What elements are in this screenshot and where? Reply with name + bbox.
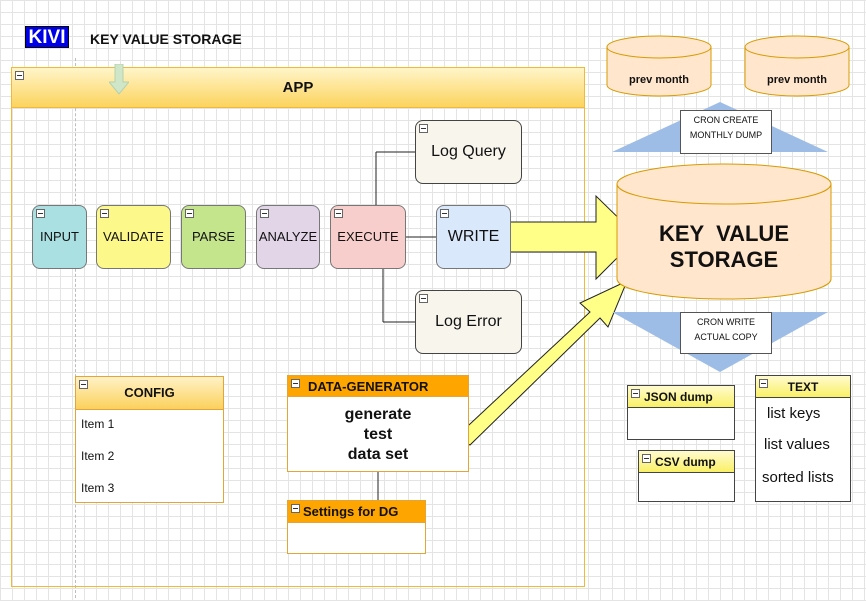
collapse-icon[interactable]	[185, 209, 194, 218]
data-generator-box[interactable]: DATA-GENERATOR generate test data set	[287, 375, 469, 472]
parse-step[interactable]: PARSE	[181, 205, 246, 269]
guide-line	[75, 58, 76, 598]
analyze-label: ANALYZE	[258, 229, 318, 244]
list-item: Item 2	[81, 449, 115, 463]
cron-create-line: CRON CREATE	[693, 115, 759, 125]
execute-step[interactable]: EXECUTE	[330, 205, 406, 269]
collapse-icon[interactable]	[642, 454, 651, 463]
validate-step[interactable]: VALIDATE	[96, 205, 171, 269]
collapse-icon[interactable]	[260, 209, 269, 218]
execute-label: EXECUTE	[337, 229, 399, 244]
data-generator-line: test	[363, 426, 393, 443]
csv-dump-title: CSV dump	[655, 455, 716, 469]
text-header: TEXT	[756, 376, 850, 398]
page-title: KEY VALUE STORAGE	[90, 31, 242, 47]
storage-label: KEY VALUE STORAGE	[616, 221, 832, 273]
app-container: APP	[11, 67, 585, 587]
list-item: Item 3	[81, 481, 115, 495]
list-item: sorted lists	[762, 469, 834, 486]
database-icon	[616, 163, 832, 300]
collapse-icon[interactable]	[759, 379, 768, 388]
data-generator-line: data set	[347, 446, 409, 463]
prev-month-label: prev month	[629, 74, 689, 86]
collapse-icon[interactable]	[15, 71, 24, 80]
prev-month-cylinder[interactable]: prev month	[744, 35, 850, 97]
log-query-box[interactable]: Log Query	[415, 120, 522, 184]
settings-title: Settings for DG	[303, 504, 399, 519]
collapse-icon[interactable]	[291, 379, 300, 388]
write-label: WRITE	[447, 228, 500, 245]
collapse-icon[interactable]	[100, 209, 109, 218]
down-arrow-icon	[107, 63, 131, 96]
collapse-icon[interactable]	[291, 504, 300, 513]
cron-write-line: ACTUAL COPY	[694, 332, 758, 342]
config-box[interactable]: CONFIG Item 1 Item 2 Item 3	[75, 376, 224, 503]
write-step[interactable]: WRITE	[436, 205, 511, 269]
collapse-icon[interactable]	[419, 294, 428, 303]
storage-line: KEY VALUE	[659, 221, 789, 246]
collapse-icon[interactable]	[440, 209, 449, 218]
collapse-icon[interactable]	[79, 380, 88, 389]
parse-label: PARSE	[191, 229, 236, 244]
config-header: CONFIG	[76, 377, 223, 410]
log-query-label: Log Query	[431, 143, 506, 160]
data-generator-header: DATA-GENERATOR	[288, 376, 468, 397]
database-icon	[606, 35, 712, 97]
logo: KIVI	[25, 26, 69, 48]
data-generator-text: generate test data set	[288, 405, 468, 465]
cron-write-line: CRON WRITE	[697, 317, 755, 327]
prev-month-label: prev month	[767, 74, 827, 86]
json-dump-header: JSON dump	[628, 386, 734, 408]
text-box[interactable]: TEXT list keys list values sorted lists	[755, 375, 851, 502]
app-title: APP	[282, 79, 314, 96]
cron-create-label: CRON CREATE MONTHLY DUMP	[680, 110, 772, 154]
collapse-icon[interactable]	[36, 209, 45, 218]
settings-header: Settings for DG	[288, 501, 425, 523]
log-error-label: Log Error	[435, 313, 502, 330]
settings-box[interactable]: Settings for DG	[287, 500, 426, 554]
prev-month-cylinder[interactable]: prev month	[606, 35, 712, 97]
csv-dump-box[interactable]: CSV dump	[638, 450, 735, 502]
csv-dump-header: CSV dump	[639, 451, 734, 473]
data-generator-title: DATA-GENERATOR	[308, 379, 429, 394]
list-item: list keys	[767, 405, 821, 422]
storage-line: STORAGE	[669, 247, 779, 272]
cron-create-line: MONTHLY DUMP	[689, 130, 763, 140]
text-title: TEXT	[787, 380, 819, 394]
collapse-icon[interactable]	[334, 209, 343, 218]
log-error-box[interactable]: Log Error	[415, 290, 522, 354]
app-header: APP	[12, 68, 584, 108]
json-dump-box[interactable]: JSON dump	[627, 385, 735, 440]
collapse-icon[interactable]	[419, 124, 428, 133]
validate-label: VALIDATE	[103, 229, 164, 244]
config-title: CONFIG	[124, 385, 175, 400]
database-icon	[744, 35, 850, 97]
key-value-storage[interactable]: KEY VALUE STORAGE	[616, 163, 832, 301]
generator-arrow-icon	[454, 280, 628, 446]
json-dump-title: JSON dump	[644, 390, 713, 404]
collapse-icon[interactable]	[631, 389, 640, 398]
input-label: INPUT	[40, 229, 79, 244]
list-item: list values	[764, 436, 830, 453]
data-generator-line: generate	[344, 406, 412, 423]
list-item: Item 1	[81, 417, 115, 431]
analyze-step[interactable]: ANALYZE	[256, 205, 320, 269]
input-step[interactable]: INPUT	[32, 205, 87, 269]
cron-write-label: CRON WRITE ACTUAL COPY	[680, 312, 772, 354]
